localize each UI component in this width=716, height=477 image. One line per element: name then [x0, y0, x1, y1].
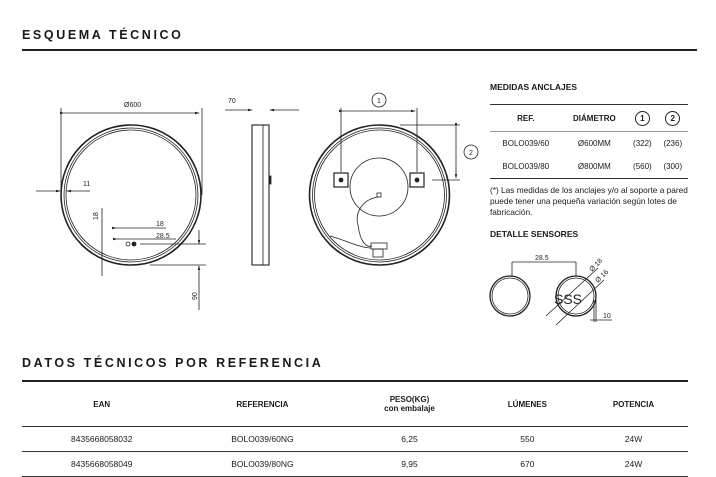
- sensor-distance: 28.5: [535, 255, 549, 262]
- dim-18-vertical: 18: [93, 212, 100, 220]
- divider: [22, 380, 688, 382]
- sensor-h10: 10: [603, 313, 611, 320]
- anchors-note: (*) Las medidas de los anclajes y/o al s…: [490, 185, 688, 217]
- back-view: 1 2: [308, 92, 479, 266]
- divider: [22, 49, 697, 51]
- anchor-2-label: 2: [469, 150, 473, 157]
- col-referencia: REFERENCIA: [181, 382, 344, 427]
- section-title-datos: DATOS TÉCNICOS POR REFERENCIA: [22, 356, 324, 370]
- front-view: Ø600 11 18 18 28.5 90: [36, 102, 206, 310]
- col-diametro: DIÁMETRO: [561, 104, 628, 132]
- anchor-1-label: 1: [377, 98, 381, 105]
- side-view: 70: [225, 98, 299, 266]
- col-ean: EAN: [22, 382, 182, 427]
- col-lumenes: LÚMENES: [475, 382, 580, 427]
- anchors-title: MEDIDAS ANCLAJES: [490, 82, 578, 92]
- sensors-title: DETALLE SENSORES: [490, 229, 579, 239]
- dim-diameter: Ø600: [124, 102, 141, 109]
- dim-18: 18: [156, 221, 164, 228]
- col-potencia: POTENCIA: [579, 382, 688, 427]
- sensor-detail: 28.5 SSS Ø 18 Ø 16 10: [489, 255, 612, 326]
- col-peso: PESO(KG)con embalaje: [343, 382, 476, 427]
- dim-frame: 11: [83, 181, 90, 188]
- dim-90: 90: [192, 292, 199, 300]
- dim-depth: 70: [228, 98, 236, 105]
- sensor-symbol: SSS: [554, 291, 582, 307]
- col-ref: REF.: [490, 104, 562, 132]
- col-1: 1: [634, 110, 650, 126]
- section-title-esquema: ESQUEMA TÉCNICO: [22, 28, 184, 42]
- dim-28-5: 28.5: [156, 233, 170, 240]
- col-2: 2: [665, 110, 681, 126]
